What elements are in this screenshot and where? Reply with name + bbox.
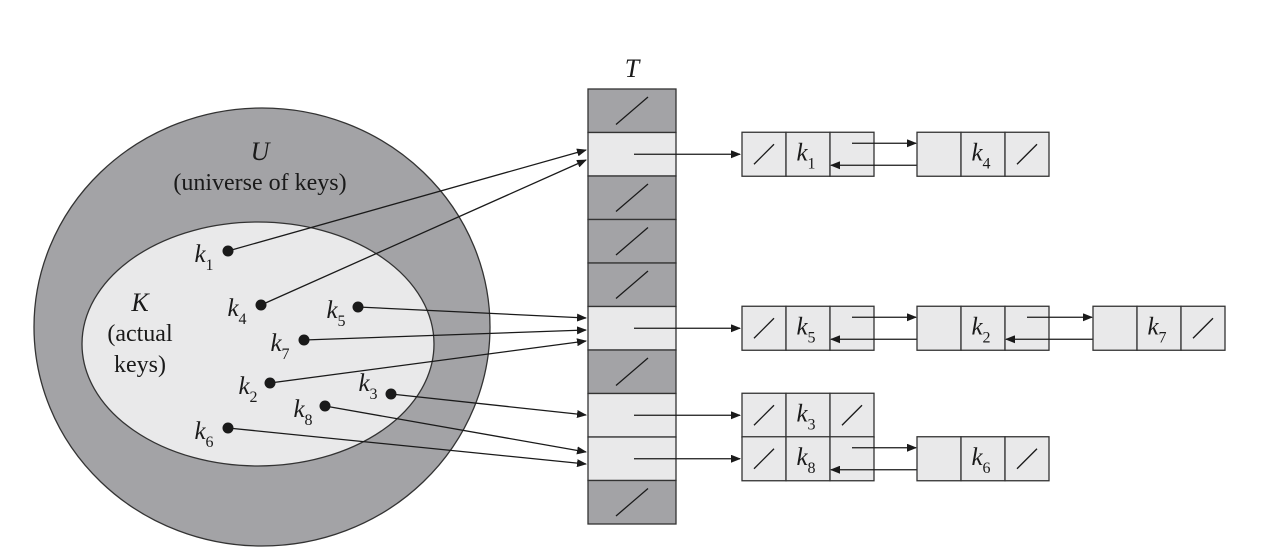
chain-node-k8: k8 bbox=[741, 436, 939, 482]
key-dot bbox=[222, 422, 234, 434]
table-slot-3 bbox=[587, 218, 677, 264]
chain-node-k1: k1 bbox=[741, 131, 939, 177]
table-slot-5 bbox=[587, 305, 677, 351]
nil-slash bbox=[615, 227, 649, 256]
chain-node-k3: k3 bbox=[741, 392, 875, 438]
key-label: k3 bbox=[358, 370, 377, 403]
chain-node-k5: k5 bbox=[741, 305, 939, 351]
key-field bbox=[960, 305, 1006, 351]
key-k6: k6 bbox=[194, 418, 234, 451]
key-k5: k5 bbox=[326, 297, 364, 330]
key-label: k8 bbox=[293, 396, 312, 429]
chains: k1 k4 k5 k2 k7 k3 k8 k6 bbox=[634, 131, 1226, 482]
key-k1: k1 bbox=[194, 241, 234, 274]
key-k4: k4 bbox=[227, 295, 267, 328]
prev-field bbox=[916, 131, 962, 177]
node-key-label: k4 bbox=[971, 139, 990, 172]
prev-field bbox=[741, 131, 787, 177]
chain-node-k2: k2 bbox=[916, 305, 1115, 351]
prev-field bbox=[1092, 305, 1138, 351]
key-k3: k3 bbox=[358, 370, 397, 403]
universe-symbol: U bbox=[251, 137, 272, 166]
node-key-label: k2 bbox=[971, 313, 990, 346]
nil-slash bbox=[1192, 317, 1214, 339]
key-arrow-k6 bbox=[227, 427, 587, 468]
table-slot-9 bbox=[587, 479, 677, 525]
table-slot-0 bbox=[587, 88, 677, 134]
keyset-label-line1: (actual bbox=[107, 321, 173, 347]
key-dot bbox=[264, 377, 276, 389]
key-label: k1 bbox=[194, 241, 213, 274]
actual-keys-ellipse bbox=[81, 221, 435, 467]
key-arrow-k7 bbox=[303, 326, 587, 341]
key-arrow-k2 bbox=[269, 338, 587, 384]
nil-slash bbox=[615, 270, 649, 299]
key-label: k2 bbox=[238, 373, 257, 406]
node-key-label: k3 bbox=[796, 400, 815, 433]
next-field bbox=[829, 305, 875, 351]
key-dot bbox=[352, 301, 364, 313]
node-key-label: k7 bbox=[1147, 313, 1166, 346]
node-key-label: k6 bbox=[971, 444, 990, 477]
nil-slash bbox=[753, 404, 775, 426]
key-field bbox=[785, 305, 831, 351]
keys: k1 k4 k5 k7 k2 k3 k8 k6 bbox=[194, 241, 397, 451]
key-field bbox=[785, 131, 831, 177]
key-dot bbox=[385, 388, 397, 400]
key-arrow-k8 bbox=[324, 405, 587, 455]
chain-node-k4: k4 bbox=[916, 131, 1050, 177]
key-label: k6 bbox=[194, 418, 213, 451]
slot-cell bbox=[587, 218, 677, 264]
nil-slash bbox=[615, 96, 649, 125]
universe-label: (universe of keys) bbox=[173, 170, 346, 196]
key-dot bbox=[255, 299, 267, 311]
key-dot bbox=[319, 400, 331, 412]
nil-slash bbox=[615, 183, 649, 212]
keyset-label-line2: keys) bbox=[114, 352, 166, 378]
key-k7: k7 bbox=[270, 330, 310, 363]
key-arrow-k3 bbox=[390, 393, 587, 419]
table-slot-6 bbox=[587, 349, 677, 395]
key-dot bbox=[222, 245, 234, 257]
key-label: k7 bbox=[270, 330, 289, 363]
nil-slash bbox=[1016, 448, 1038, 470]
key-label: k5 bbox=[326, 297, 345, 330]
key-arrow-k1 bbox=[227, 148, 587, 252]
key-arrow-k4 bbox=[260, 159, 587, 306]
node-key-label: k1 bbox=[796, 139, 815, 172]
nil-slash bbox=[753, 448, 775, 470]
prev-field bbox=[916, 436, 962, 482]
key-field bbox=[785, 436, 831, 482]
next-field bbox=[1004, 305, 1050, 351]
chain-node-k6: k6 bbox=[916, 436, 1050, 482]
key-k2: k2 bbox=[238, 373, 276, 406]
key-label: k4 bbox=[227, 295, 246, 328]
nil-slash bbox=[615, 488, 649, 517]
nil-slash bbox=[753, 317, 775, 339]
key-field bbox=[960, 131, 1006, 177]
chain-node-k7: k7 bbox=[1092, 305, 1226, 351]
key-arrows bbox=[227, 148, 587, 468]
keyset-symbol: K bbox=[130, 288, 150, 317]
prev-field bbox=[916, 305, 962, 351]
table-slot-2 bbox=[587, 175, 677, 221]
next-field bbox=[829, 131, 875, 177]
nil-slash bbox=[841, 404, 863, 426]
nil-slash bbox=[753, 143, 775, 165]
key-field bbox=[1136, 305, 1182, 351]
nil-slash bbox=[615, 357, 649, 386]
nil-slash bbox=[1016, 143, 1038, 165]
table-title: T bbox=[625, 54, 641, 83]
node-key-label: k8 bbox=[796, 444, 815, 477]
table-slot-4 bbox=[587, 262, 677, 308]
next-field bbox=[829, 436, 875, 482]
key-dot bbox=[298, 334, 310, 346]
node-key-label: k5 bbox=[796, 313, 815, 346]
key-k8: k8 bbox=[293, 396, 331, 429]
key-arrow-k5 bbox=[357, 306, 587, 322]
slot-cell bbox=[587, 305, 677, 351]
key-field bbox=[960, 436, 1006, 482]
